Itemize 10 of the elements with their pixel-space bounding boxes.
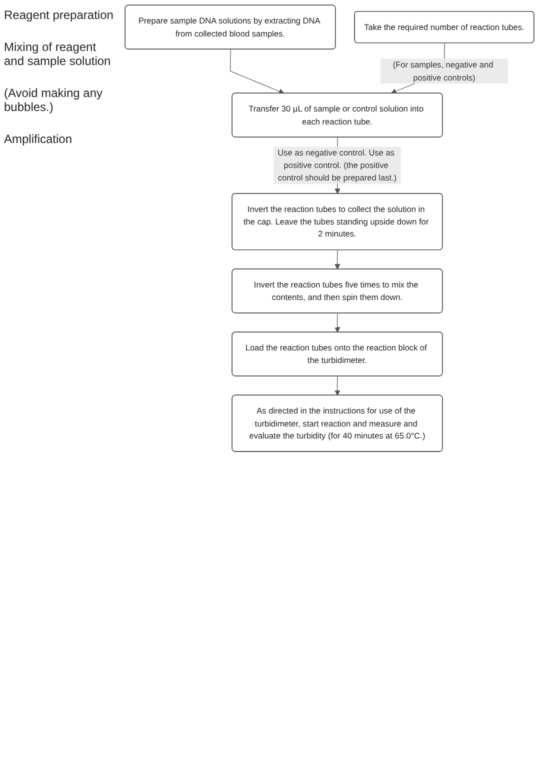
arrow — [334, 250, 340, 270]
arrow — [334, 376, 340, 396]
edge-label: Use as negative control. Use as positive control. (the positive control should be prepared last.) — [278, 148, 397, 182]
arrow — [230, 49, 284, 94]
note-text: Reagent preparation — [4, 8, 114, 22]
note-text: Amplification — [4, 132, 74, 146]
edge-label: (For samples, negative and positive controls) — [392, 60, 494, 82]
note-text: (Avoid making any bubbles.) — [4, 86, 104, 114]
arrow — [334, 312, 340, 333]
note-text: Mixing of reagent and sample solution — [4, 40, 112, 68]
